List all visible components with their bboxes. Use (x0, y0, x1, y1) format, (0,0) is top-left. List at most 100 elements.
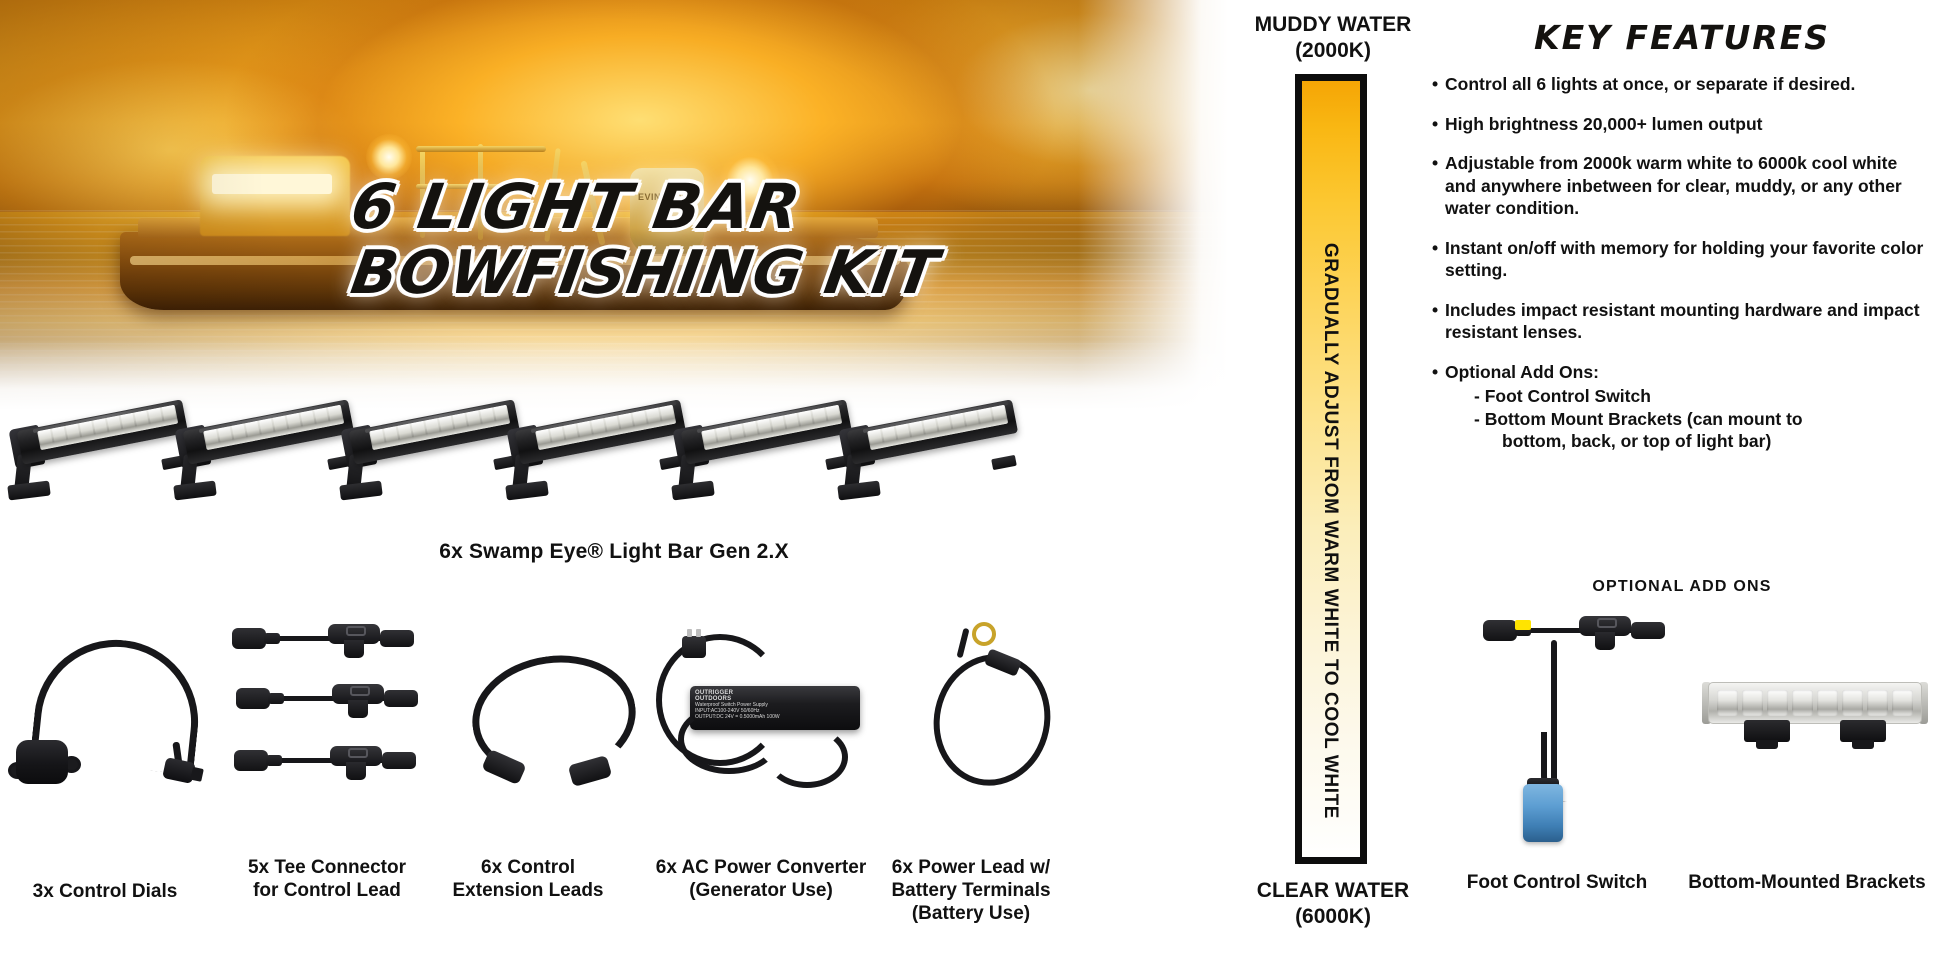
bottom-mounted-brackets-image (1700, 660, 1930, 780)
tee-stem (346, 762, 366, 780)
gradient-bar-wrap: GRADUALLY ADJUST FROM WARM WHITE TO COOL… (1295, 74, 1367, 864)
tee-connector-3 (230, 742, 420, 782)
foot-switch-pedal (1523, 784, 1563, 842)
optional-addons-title: OPTIONAL ADD ONS (1592, 578, 1772, 595)
light-bar-lens (535, 404, 677, 451)
caption-line-1: 6x AC Power Converter (655, 857, 867, 878)
scale-bottom-line-1: CLEAR WATER (1256, 879, 1410, 902)
addon-sub-item-3: bottom, back, or top of light bar) (1502, 431, 1772, 451)
dial-knob (16, 740, 68, 784)
light-bar-lens (867, 404, 1009, 451)
tee-neck (266, 755, 282, 766)
bullet-icon: • (1432, 113, 1439, 134)
battery-lead-tail (956, 627, 970, 659)
caption-line-1: 6x Control (481, 857, 575, 878)
bullet-icon: • (1432, 299, 1439, 320)
caption-line-2: Extension Leads (452, 880, 604, 901)
key-features-list: • Control all 6 lights at once, or separa… (1432, 73, 1932, 383)
caption-line-2: for Control Lead (253, 880, 401, 901)
light-bar-caption: 6x Swamp Eye® Light Bar Gen 2.X (439, 540, 789, 563)
feature-text: High brightness 20,000+ lumen output (1445, 113, 1763, 134)
tee-endcap (232, 628, 266, 649)
light-bar-4 (505, 399, 696, 515)
yellow-label-tag (1515, 620, 1531, 630)
light-bar-1 (7, 399, 198, 515)
feature-text: Includes impact resistant mounting hardw… (1445, 299, 1920, 343)
tee-far-connector (380, 630, 414, 647)
addon-sub-item-2: - Bottom Mount Brackets (can mount to (1474, 408, 1803, 429)
light-bar-5 (671, 399, 862, 515)
converter-brand-2: OUTDOORS (695, 696, 732, 702)
tee-connector-1 (228, 620, 418, 660)
tee-endcap (234, 750, 268, 771)
bowfishing-boat: EVINRUDE (120, 134, 920, 320)
tee-far-connector (1631, 622, 1665, 639)
hero-bottom-fade (0, 340, 1228, 410)
converter-output-cable (678, 704, 780, 774)
mount-bracket-left (1744, 720, 1790, 749)
boat-hull (120, 232, 910, 310)
tee-tab (350, 686, 370, 696)
boat-console (200, 156, 350, 236)
tee-stem (348, 700, 368, 718)
scale-top-line-1: MUDDY WATER (1254, 13, 1412, 36)
caption-line-1: 3x Control Dials (32, 881, 178, 902)
bullet-icon: • (1432, 74, 1439, 94)
bottom-mounted-brackets-caption: Bottom-Mounted Brackets (1688, 872, 1926, 893)
caption-line-1: 5x Tee Connector (247, 857, 407, 878)
foot-control-switch-caption: Foot Control Switch (1466, 872, 1648, 893)
tee-tab (1597, 618, 1617, 628)
title-line-1: 6 LIGHT BAR (346, 170, 806, 243)
tee-tab (346, 626, 366, 636)
extension-leads-caption: 6x Control Extension Leads (428, 856, 628, 902)
light-bar-row (0, 399, 1228, 525)
bracket-light-bar (1708, 682, 1922, 724)
hero-image: EVINRUDE (0, 0, 1228, 410)
bullet-icon: • (1432, 153, 1439, 173)
tee-stem (1595, 632, 1615, 650)
feature-text: Optional Add Ons: (1445, 361, 1599, 382)
caption-line-2: (Generator Use) (689, 880, 833, 901)
scale-top-label: MUDDY WATER (2000K) (1163, 12, 1503, 64)
ac-power-converter-caption: 6x AC Power Converter (Generator Use) (628, 856, 894, 902)
feature-item-2: • High brightness 20,000+ lumen output (1432, 113, 1932, 136)
rail-post-1 (420, 150, 425, 238)
light-bar-lens (203, 404, 345, 451)
tee-far-connector (382, 752, 416, 769)
power-lead-caption: 6x Power Lead w/ Battery Terminals (Batt… (846, 856, 1096, 925)
tee-endcap (1483, 620, 1517, 641)
tee-connectors-image (228, 620, 428, 800)
tee-neck (268, 693, 284, 704)
ac-plug (682, 629, 706, 658)
light-bar-lens (701, 404, 843, 451)
foot-control-switch-image (1455, 612, 1665, 852)
tee-neck (1515, 625, 1531, 636)
lamp-flare-2 (366, 134, 412, 180)
bracket-bar-endcap-right (1919, 682, 1928, 724)
key-features-panel: KEY FEATURES •Control all 6 lights at on… (1432, 14, 1932, 453)
light-bar-6 (837, 399, 1028, 515)
optional-addons-captions: Foot Control Switch Bottom-Mounted Brack… (1432, 872, 1932, 894)
tee-neck (264, 633, 280, 644)
light-bar-lens (369, 404, 511, 451)
feature-text: Control all 6 lights at once, or separat… (1445, 74, 1856, 94)
tee-endcap (236, 688, 270, 709)
foot-switch-tee (1479, 612, 1665, 650)
control-dials-image (8, 630, 224, 800)
caption-line-1: 6x Power Lead w/ (891, 857, 1051, 878)
hull-stripe (130, 256, 900, 265)
light-bar-3 (339, 399, 530, 515)
lamp-flare-1 (720, 150, 780, 210)
tee-stem (344, 640, 364, 658)
rail-post-2 (478, 144, 483, 240)
feature-item-4: •Instant on/off with memory for holding … (1432, 237, 1932, 282)
scale-bottom-line-2: (6000K) (1295, 905, 1371, 928)
addon-sub-item-1: - Foot Control Switch (1474, 386, 1651, 406)
foot-switch-cord (1551, 640, 1557, 790)
converter-brand: OUTRIGGER (695, 690, 734, 696)
feature-item-1: • Control all 6 lights at once, or separa… (1432, 73, 1932, 96)
tee-connector-2 (232, 680, 422, 720)
tee-connectors-caption: 5x Tee Connector for Control Lead (212, 856, 442, 902)
color-temperature-scale: MUDDY WATER (2000K) GRADUALLY ADJUST FRO… (1243, 12, 1423, 962)
